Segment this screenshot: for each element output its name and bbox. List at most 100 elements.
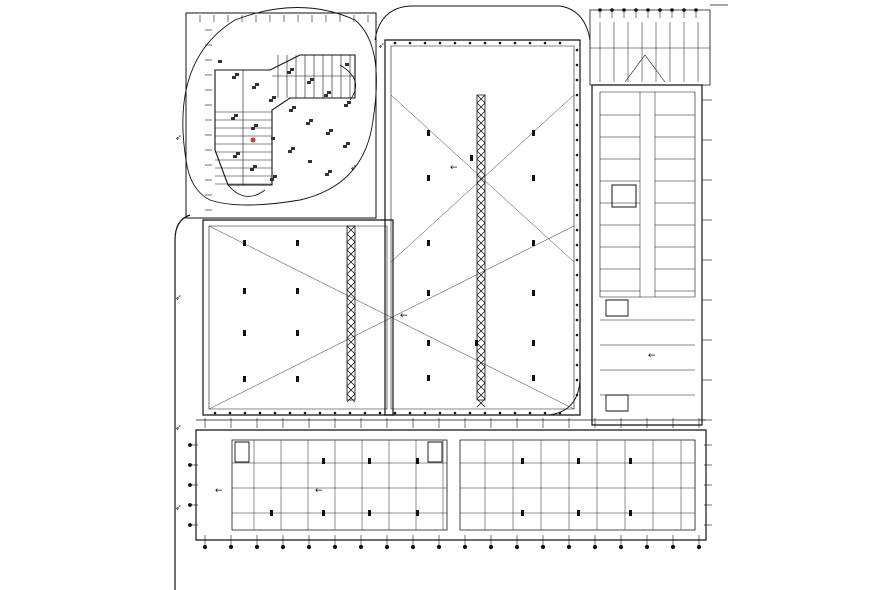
truss-web: [477, 199, 485, 207]
grid-bubble: [697, 545, 701, 549]
truss-web: [477, 287, 485, 295]
grid-bubble: [515, 545, 519, 549]
truss-web: [477, 359, 485, 367]
north-marker: ➶: [175, 133, 182, 142]
wall-dot: [559, 42, 561, 44]
truss-web: [477, 231, 485, 239]
wall-dot: [454, 412, 456, 414]
wall-dot: [289, 412, 291, 414]
wall-dot: [394, 412, 396, 414]
truss-web: [477, 367, 485, 375]
annex-fixture: [308, 160, 312, 163]
grid-bubble: [593, 545, 597, 549]
truss-web: [347, 354, 355, 362]
truss-web: [347, 306, 355, 314]
annex-curved-bay: [340, 65, 356, 100]
wall-dot: [576, 304, 578, 306]
annex-fixture: [271, 137, 275, 140]
truss-web: [347, 266, 355, 274]
column-marker: [629, 510, 632, 516]
column-marker: [521, 458, 524, 464]
truss-web: [477, 383, 485, 391]
column-marker: [532, 290, 535, 296]
truss-web: [347, 346, 355, 354]
truss-beam: [347, 226, 355, 400]
truss-web: [347, 282, 355, 290]
column-marker: [532, 175, 535, 181]
column-marker: [243, 240, 246, 246]
column-marker: [427, 375, 430, 381]
truss-web: [477, 239, 485, 247]
wall-dot: [576, 79, 578, 81]
truss-web: [347, 242, 355, 250]
column-marker: [270, 510, 273, 516]
wall-dot: [499, 42, 501, 44]
annex-fixture: [329, 129, 333, 132]
truss-web: [477, 191, 485, 199]
grid-bubble: [437, 545, 441, 549]
column-marker: [629, 458, 632, 464]
stair-core: [606, 395, 628, 411]
dimension-grid-ticks: [188, 9, 712, 549]
wall-dot: [576, 94, 578, 96]
grid-bubble: [671, 9, 674, 12]
wall-dot: [469, 42, 471, 44]
annex-curved-entry: [228, 185, 265, 196]
annotation-glyphs: ←←←←←➶➶➶➶➶➶: [175, 41, 656, 512]
grid-bubble: [659, 9, 662, 12]
annex-building-dense-plan: [200, 15, 368, 196]
interior-partitions: [232, 440, 695, 530]
wall-dot: [576, 64, 578, 66]
column-marker: [416, 458, 419, 464]
wall-dot: [229, 412, 231, 414]
annex-fixture: [218, 60, 222, 63]
wall-dot: [274, 412, 276, 414]
truss-web: [347, 370, 355, 378]
annex-fixture: [234, 114, 238, 117]
wall-dot: [514, 412, 516, 414]
truss-web: [347, 386, 355, 394]
wall-dot: [576, 214, 578, 216]
wall-dot: [529, 42, 531, 44]
column-marker: [368, 458, 371, 464]
wall-dot: [424, 42, 426, 44]
wall-dot: [349, 412, 351, 414]
wall-dot: [576, 394, 578, 396]
grid-bubble: [463, 545, 467, 549]
stair-core: [612, 185, 636, 207]
truss-web: [477, 327, 485, 335]
wall-dot: [576, 334, 578, 336]
wall-dot: [409, 42, 411, 44]
annex-fixture: [309, 119, 313, 122]
grid-bubble: [188, 443, 191, 446]
wall-dot: [319, 412, 321, 414]
wall-dot: [576, 199, 578, 201]
annex-marker: [250, 137, 256, 143]
column-marker: [532, 340, 535, 346]
truss-web: [477, 255, 485, 263]
wall-dot: [576, 274, 578, 276]
wall-dot: [576, 49, 578, 51]
annex-fixture: [328, 170, 332, 173]
wall-dot: [334, 412, 336, 414]
wall-dot: [244, 412, 246, 414]
right-strip-rooms: [235, 22, 710, 462]
annex-fixture: [346, 142, 350, 145]
truss-web: [347, 258, 355, 266]
truss-web: [477, 375, 485, 383]
truss-web: [347, 362, 355, 370]
truss-web: [347, 322, 355, 330]
annex-fixture: [270, 178, 274, 181]
annex-fixture: [272, 96, 276, 99]
truss-web: [477, 175, 485, 183]
wall-dot: [424, 412, 426, 414]
grid-bubble: [599, 9, 602, 12]
wall-dot: [439, 42, 441, 44]
column-marker: [470, 155, 473, 161]
wall-dot: [576, 139, 578, 141]
annex-fixture: [288, 150, 292, 153]
wall-dot: [484, 412, 486, 414]
annex-fixture: [327, 91, 331, 94]
annex-fixture: [235, 73, 239, 76]
wall-dot: [409, 412, 411, 414]
